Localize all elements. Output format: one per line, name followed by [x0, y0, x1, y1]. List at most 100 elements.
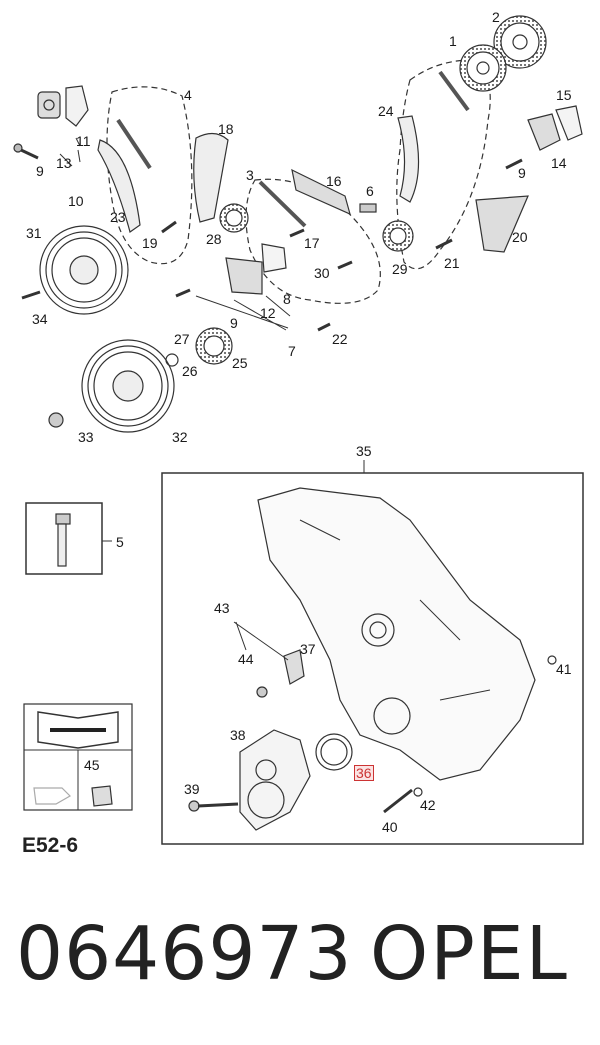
crank-pulley-32	[81, 339, 175, 433]
bolt-40	[383, 788, 413, 814]
callout-30[interactable]: 30	[314, 265, 330, 281]
callout-43[interactable]: 43	[214, 600, 230, 616]
callout-17[interactable]: 17	[304, 235, 320, 251]
sprocket-25	[195, 327, 233, 365]
tensioner-bracket-14	[527, 113, 561, 151]
chain-segment-right-upper	[438, 70, 470, 112]
tensioner-12	[225, 257, 263, 295]
callout-23[interactable]: 23	[110, 209, 126, 225]
bolt-9-left	[13, 143, 39, 160]
sensor-37	[283, 649, 305, 685]
callout-38[interactable]: 38	[230, 727, 246, 743]
crank-pulley-31	[39, 225, 129, 315]
callout-22[interactable]: 22	[332, 331, 348, 347]
callout-19[interactable]: 19	[142, 235, 158, 251]
callout-8[interactable]: 8	[283, 291, 291, 307]
bolt-21	[435, 238, 453, 250]
timing-chain-outline-center	[245, 178, 381, 304]
callout-35[interactable]: 35	[356, 443, 372, 459]
sealant-tube-icon	[91, 785, 113, 807]
chain-guide-18	[193, 132, 229, 223]
bolt-22	[317, 322, 331, 332]
oil-can-icon	[33, 787, 71, 805]
callout-41[interactable]: 41	[556, 661, 572, 677]
chain-segment-3	[258, 180, 307, 228]
callout-9-lower[interactable]: 9	[230, 315, 238, 331]
bolt-6	[359, 203, 377, 213]
callout-40[interactable]: 40	[382, 819, 398, 835]
chain-guide-24	[397, 115, 420, 203]
callout-2[interactable]: 2	[492, 9, 500, 25]
callout-15[interactable]: 15	[556, 87, 572, 103]
washer-26	[165, 353, 179, 367]
callout-29[interactable]: 29	[392, 261, 408, 277]
callout-25[interactable]: 25	[232, 355, 248, 371]
oil-seal-36	[315, 733, 353, 771]
callout-20[interactable]: 20	[512, 229, 528, 245]
sprocket-28	[219, 203, 249, 233]
callout-4[interactable]: 4	[184, 87, 192, 103]
callout-18[interactable]: 18	[218, 121, 234, 137]
callout-10[interactable]: 10	[68, 193, 84, 209]
callout-27[interactable]: 27	[174, 331, 190, 347]
sprocket-29	[382, 220, 414, 252]
callout-3[interactable]: 3	[246, 167, 254, 183]
callout-39[interactable]: 39	[184, 781, 200, 797]
callout-28[interactable]: 28	[206, 231, 222, 247]
gasket-11	[65, 85, 89, 127]
gasket-15	[555, 105, 583, 141]
pin-41	[547, 655, 557, 665]
callout-6[interactable]: 6	[366, 183, 374, 199]
gasket-8	[261, 243, 287, 273]
callout-1[interactable]: 1	[449, 33, 457, 49]
timing-cover-35	[257, 487, 536, 781]
bolt-5-box	[25, 502, 103, 575]
key-34	[21, 290, 41, 300]
callout-9-right[interactable]: 9	[518, 165, 526, 181]
callout-21[interactable]: 21	[444, 255, 460, 271]
callout-14[interactable]: 14	[551, 155, 567, 171]
cam-sprocket-2	[493, 15, 547, 69]
callout-32[interactable]: 32	[172, 429, 188, 445]
callout-16[interactable]: 16	[326, 173, 342, 189]
chain-rail-16	[291, 168, 351, 216]
bolt-39	[188, 800, 239, 812]
bolt-5	[55, 513, 71, 567]
callout-36-highlighted[interactable]: 36	[354, 765, 374, 781]
catalog-code: E52-6	[22, 834, 79, 857]
callout-31[interactable]: 31	[26, 225, 42, 241]
bolt-30	[337, 260, 353, 270]
callout-45[interactable]: 45	[84, 757, 100, 773]
bearing-shell-20	[475, 195, 529, 253]
bolt-44	[256, 686, 268, 698]
part-number: 0646973	[16, 911, 353, 997]
callout-7[interactable]: 7	[288, 343, 296, 359]
callout-33[interactable]: 33	[78, 429, 94, 445]
callout-11[interactable]: 11	[76, 133, 91, 149]
callout-12[interactable]: 12	[260, 305, 276, 321]
cam-sprocket-1	[459, 44, 507, 92]
cover-box	[161, 472, 584, 845]
callout-5[interactable]: 5	[116, 534, 124, 550]
timing-chain-outline-left	[106, 86, 193, 265]
callout-44[interactable]: 44	[238, 651, 254, 667]
callout-9-left[interactable]: 9	[36, 163, 44, 179]
chain-segment-left	[116, 118, 152, 170]
callout-26[interactable]: 26	[182, 363, 198, 379]
belt-tensioner-38	[239, 729, 311, 831]
callout-34[interactable]: 34	[32, 311, 48, 327]
callout-42[interactable]: 42	[420, 797, 436, 813]
bolt-9-lower	[175, 288, 191, 298]
callout-24[interactable]: 24	[378, 103, 394, 119]
bolt-17	[289, 228, 305, 238]
bolt-33	[48, 412, 64, 428]
callout-13[interactable]: 13	[56, 155, 72, 171]
chain-guide-23	[97, 139, 141, 233]
nut-42	[413, 787, 423, 797]
callout-37[interactable]: 37	[300, 641, 316, 657]
tensioner-13	[37, 91, 61, 119]
brand-name: OPEL	[370, 911, 569, 997]
bolt-19	[161, 220, 177, 234]
